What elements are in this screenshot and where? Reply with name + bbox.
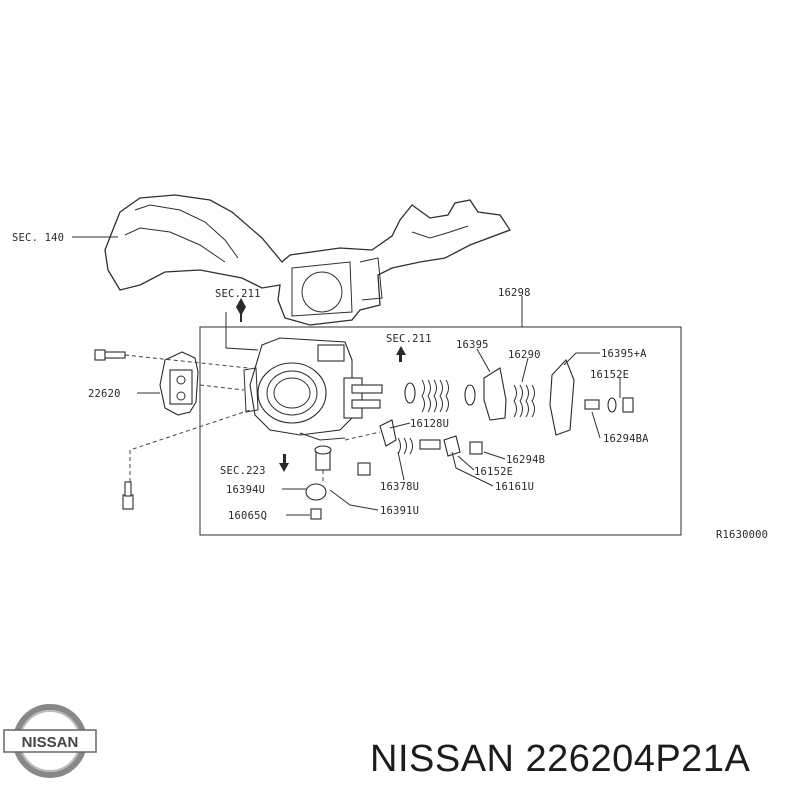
- intake-manifold-drawing: [104, 194, 511, 326]
- label-16378u: 16378U: [380, 481, 419, 493]
- label-16294b: 16294B: [506, 454, 545, 466]
- part-22620-drawing: [159, 351, 199, 416]
- label-sec211-a: SEC.211: [215, 288, 261, 300]
- label-16395: 16395: [456, 339, 489, 351]
- bolt-bottom-drawing: [122, 409, 251, 510]
- label-16290: 16290: [508, 349, 541, 361]
- assembly-box: [199, 326, 682, 536]
- label-sec223: SEC.223: [220, 465, 266, 477]
- label-16394u: 16394U: [226, 484, 265, 496]
- label-16298: 16298: [498, 287, 531, 299]
- label-16161u: 16161U: [495, 481, 534, 493]
- linkage-springs-drawing: [404, 358, 634, 436]
- arrow-sec223: [279, 454, 289, 472]
- label-16152e: 16152E: [474, 466, 513, 478]
- label-16152e-top: 16152E: [590, 369, 629, 381]
- label-22620: 22620: [88, 388, 121, 400]
- bolt-top-drawing: [94, 349, 249, 369]
- nissan-logo: NISSAN: [3, 704, 97, 778]
- label-sec211-b: SEC.211: [386, 333, 432, 345]
- svg-text:NISSAN: NISSAN: [22, 734, 79, 751]
- throttle-body-drawing: [243, 337, 383, 441]
- label-16395a: 16395+A: [601, 348, 647, 360]
- label-16391u: 16391U: [380, 505, 419, 517]
- label-16128u: 16128U: [410, 418, 449, 430]
- part-number-title: NISSAN 226204P21A: [370, 738, 751, 780]
- label-reference-code: R1630000: [716, 529, 768, 541]
- arrow-sec211-b: [396, 346, 406, 362]
- leader-lines: [72, 236, 621, 516]
- arrow-sec211-a: [236, 298, 246, 322]
- label-sec140: SEC. 140: [12, 232, 64, 244]
- label-16294ba: 16294BA: [603, 433, 649, 445]
- label-16065q: 16065Q: [228, 510, 267, 522]
- lower-small-parts-drawing: [305, 419, 483, 520]
